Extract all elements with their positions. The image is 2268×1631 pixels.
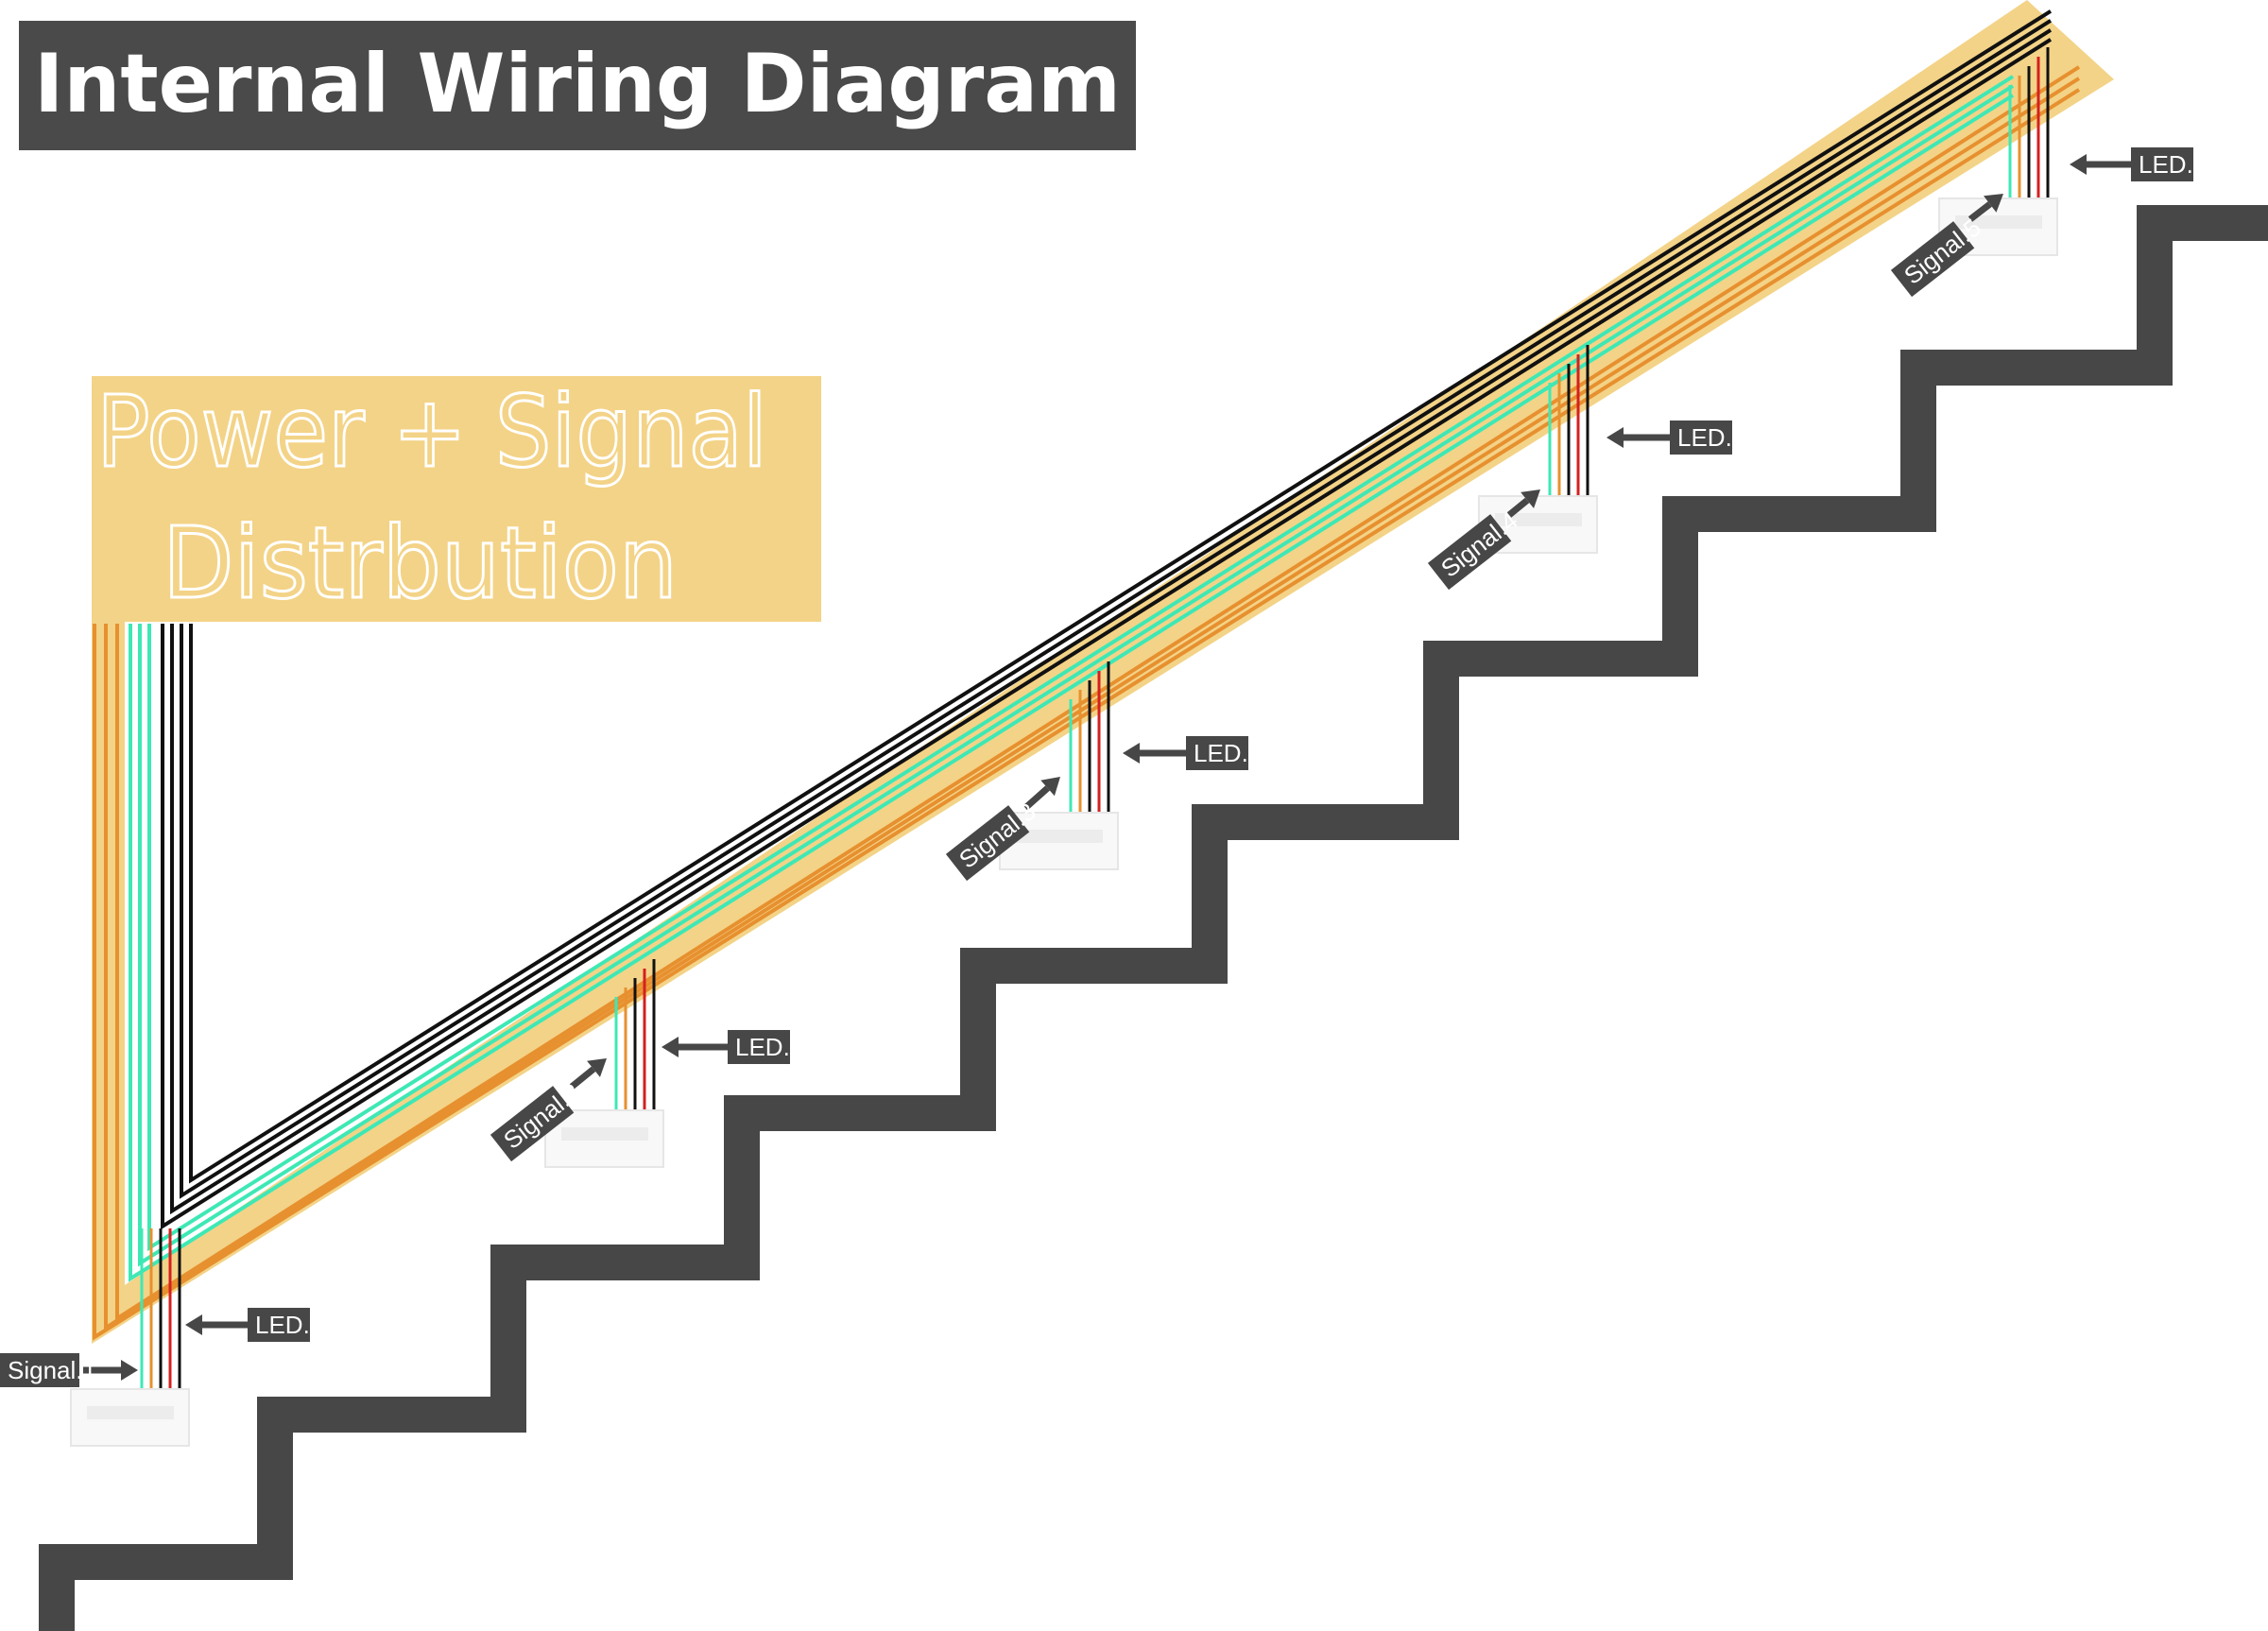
signal-conductor bbox=[138, 84, 2015, 1267]
signal-3-tag-bg bbox=[945, 805, 1030, 882]
led-arrow-1-head bbox=[185, 1314, 202, 1335]
signal-arrow-5 bbox=[1967, 201, 1992, 222]
led-1-tag: LED.1 bbox=[248, 1308, 323, 1342]
signal-arrow-1-head bbox=[121, 1360, 138, 1381]
led-lens bbox=[87, 1406, 174, 1419]
wire-channel bbox=[92, 0, 2114, 1344]
led-arrow-5-head bbox=[2070, 154, 2087, 175]
signal-2-tag-bg bbox=[490, 1086, 575, 1162]
led-4-label: LED.4 bbox=[1677, 423, 1745, 452]
led-fixture-4 bbox=[1478, 345, 1598, 554]
signal-arrow-3 bbox=[1022, 785, 1050, 811]
signal-conductor bbox=[129, 94, 2015, 1282]
led-fixture-2 bbox=[544, 959, 664, 1168]
signal-1-tag: Signal.1 bbox=[0, 1353, 96, 1387]
distribution-title-line1: Power + Signal bbox=[96, 374, 767, 489]
led-arrow-4-head bbox=[1606, 427, 1624, 448]
orange-conductor bbox=[115, 65, 2081, 1322]
led-3-label: LED.3 bbox=[1194, 739, 1262, 767]
signal-arrow-5-head bbox=[1984, 194, 2003, 213]
led-4-tag-bg bbox=[1670, 421, 1732, 455]
led-lens bbox=[1016, 830, 1103, 843]
orange-conductor bbox=[104, 77, 2081, 1331]
led-lens bbox=[1955, 215, 2042, 229]
led-fixture-1 bbox=[70, 1228, 190, 1447]
signal-arrow-2 bbox=[569, 1066, 596, 1090]
led-2-label: LED.2 bbox=[735, 1033, 803, 1061]
led-4-tag: LED.4 bbox=[1670, 421, 1745, 455]
power-conductor bbox=[170, 28, 2053, 1215]
staircase bbox=[39, 205, 2268, 1631]
title-box: Internal Wiring Diagram bbox=[19, 21, 1136, 150]
led-1-tag-bg bbox=[248, 1308, 310, 1342]
signal-arrow-3-head bbox=[1040, 777, 1060, 797]
wiring-harness bbox=[70, 0, 2114, 1447]
distribution-title-line2: Distrbution bbox=[163, 506, 678, 621]
signal-5-tag-bg bbox=[1890, 221, 1975, 298]
led-5-tag: LED.5 bbox=[2131, 147, 2207, 181]
signal-arrow-2-head bbox=[587, 1058, 607, 1077]
led-5-tag-bg bbox=[2131, 147, 2193, 181]
led-3-tag-bg bbox=[1186, 736, 1248, 770]
distribution-box: Power + Signal Distrbution bbox=[92, 373, 821, 623]
power-conductor bbox=[189, 9, 2053, 1184]
labels-layer: LED.1LED.2LED.3LED.4LED.5Signal.1Signal.… bbox=[0, 147, 2207, 1387]
led-5-label: LED.5 bbox=[2139, 150, 2207, 179]
power-conductor bbox=[161, 38, 2053, 1230]
led-2-tag: LED.2 bbox=[728, 1030, 803, 1064]
led-1-label: LED.1 bbox=[255, 1311, 323, 1339]
signal-4-tag-bg bbox=[1427, 514, 1512, 591]
signal-arrow-4 bbox=[1506, 497, 1530, 518]
led-arrow-3-head bbox=[1123, 743, 1140, 764]
led-lens bbox=[1495, 513, 1582, 526]
orange-conductor bbox=[93, 88, 2081, 1341]
led-lens bbox=[561, 1127, 648, 1141]
signal-conductor bbox=[147, 75, 2015, 1252]
signal-arrow-4-head bbox=[1521, 489, 1540, 508]
led-arrow-2-head bbox=[662, 1037, 679, 1057]
led-2-tag-bg bbox=[728, 1030, 790, 1064]
signal-1-tag-bg bbox=[0, 1353, 79, 1387]
power-conductor bbox=[180, 19, 2053, 1199]
diagram-title: Internal Wiring Diagram bbox=[34, 37, 1121, 131]
signal-1-label: Signal.1 bbox=[8, 1356, 96, 1384]
led-3-tag: LED.3 bbox=[1186, 736, 1262, 770]
